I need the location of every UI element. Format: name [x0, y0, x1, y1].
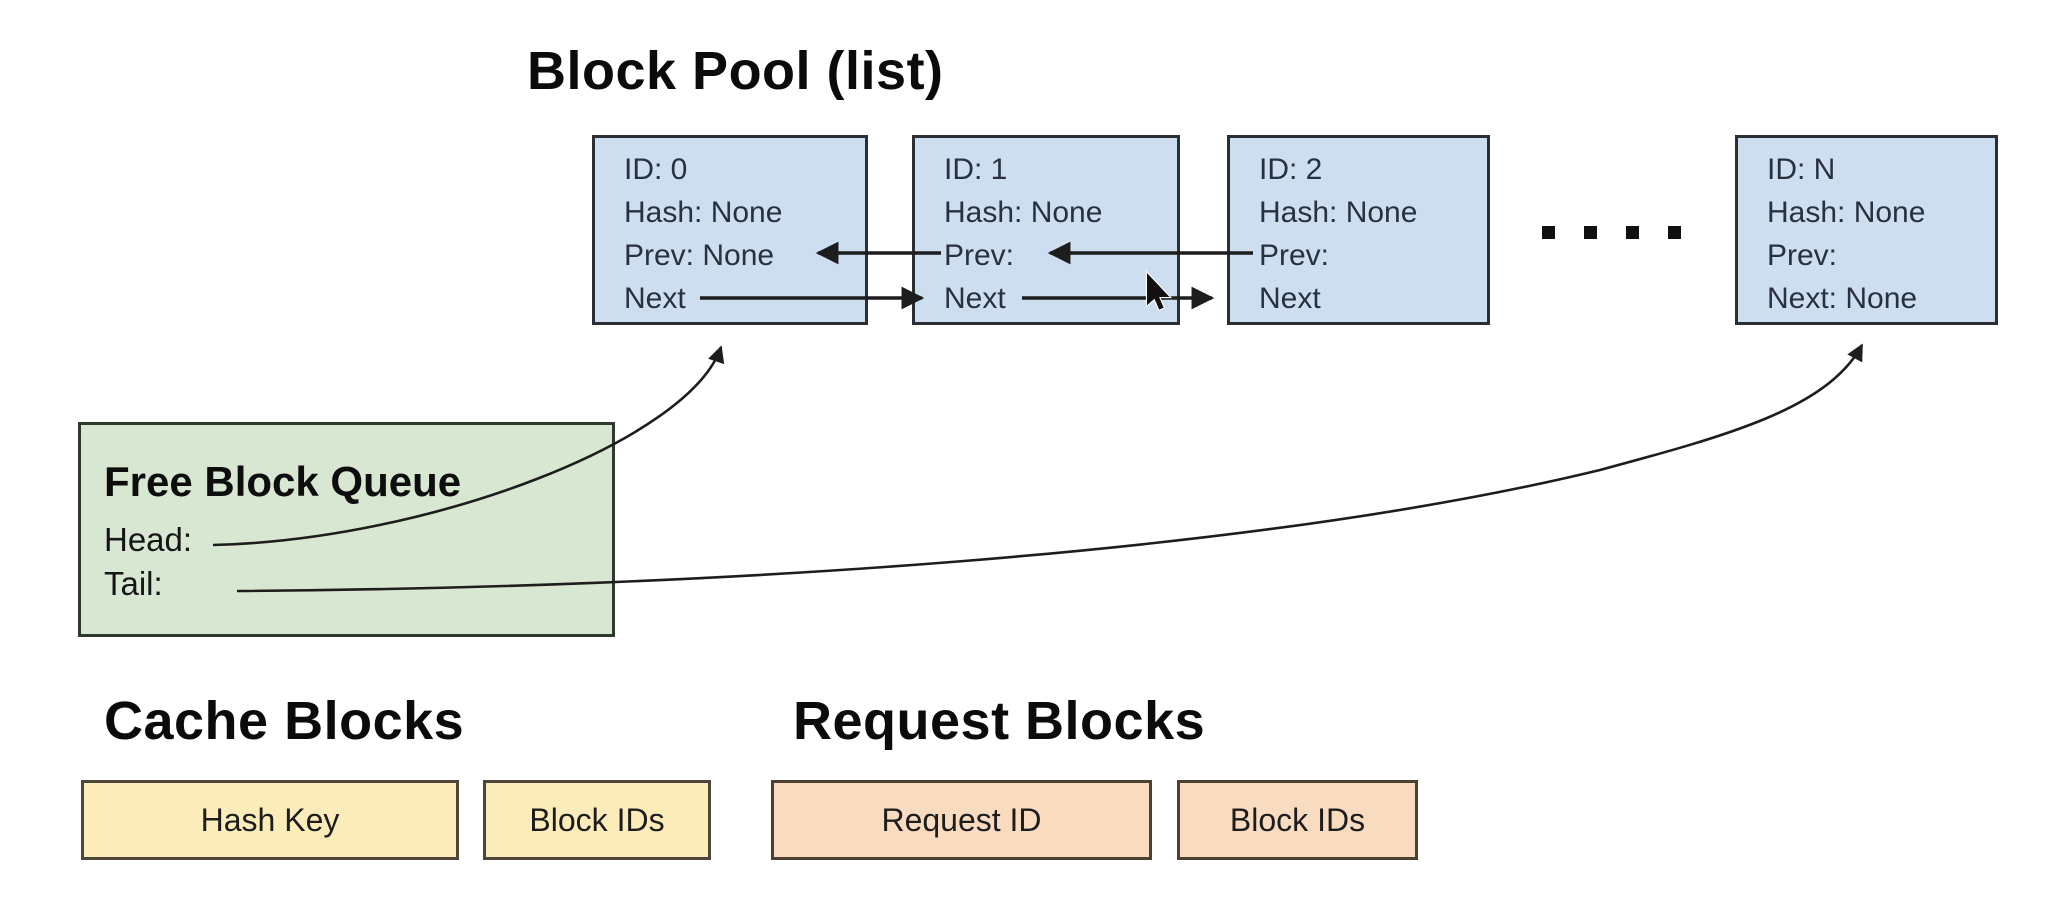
block-node-1: ID: 1 Hash: None Prev: Next: [912, 135, 1180, 325]
node-id-text: ID: 2: [1259, 153, 1323, 186]
block-pool-title: Block Pool (list): [527, 41, 944, 101]
block-node-n: ID: N Hash: None Prev: Next: None: [1735, 135, 1998, 325]
ellipsis-dot: [1542, 226, 1555, 239]
ellipsis-dot: [1668, 226, 1681, 239]
queue-head-label: Head:: [104, 521, 193, 558]
node-next-text: Next: None: [1767, 282, 1918, 315]
node-hash-text: Hash: None: [1767, 196, 1926, 229]
cache-blocks-title: Cache Blocks: [104, 691, 465, 751]
node-prev-text: Prev:: [944, 239, 1015, 272]
node-hash-text: Hash: None: [944, 196, 1103, 229]
cache-block-ids-cell: Block IDs: [483, 780, 711, 860]
node-prev-text: Prev: None: [624, 239, 775, 272]
node-id-text: ID: 1: [944, 153, 1008, 186]
node-id-text: ID: N: [1767, 153, 1836, 186]
node-next-text: Next: [1259, 282, 1321, 315]
node-next-text: Next: [624, 282, 686, 315]
ellipsis-dot: [1584, 226, 1597, 239]
free-block-queue-box: Free Block Queue Head: Tail:: [78, 422, 615, 637]
node-hash-text: Hash: None: [624, 196, 783, 229]
node-id-text: ID: 0: [624, 153, 688, 186]
block-node-0: ID: 0 Hash: None Prev: None Next: [592, 135, 868, 325]
queue-tail-label: Tail:: [104, 565, 163, 602]
request-blocks-title: Request Blocks: [793, 691, 1206, 751]
free-block-queue-title: Free Block Queue: [104, 458, 462, 505]
node-next-text: Next: [944, 282, 1006, 315]
request-id-cell: Request ID: [771, 780, 1152, 860]
node-prev-text: Prev:: [1259, 239, 1330, 272]
ellipsis-dot: [1626, 226, 1639, 239]
block-node-2: ID: 2 Hash: None Prev: Next: [1227, 135, 1490, 325]
node-hash-text: Hash: None: [1259, 196, 1418, 229]
node-prev-text: Prev:: [1767, 239, 1838, 272]
request-block-ids-cell: Block IDs: [1177, 780, 1418, 860]
cache-hash-key-cell: Hash Key: [81, 780, 459, 860]
